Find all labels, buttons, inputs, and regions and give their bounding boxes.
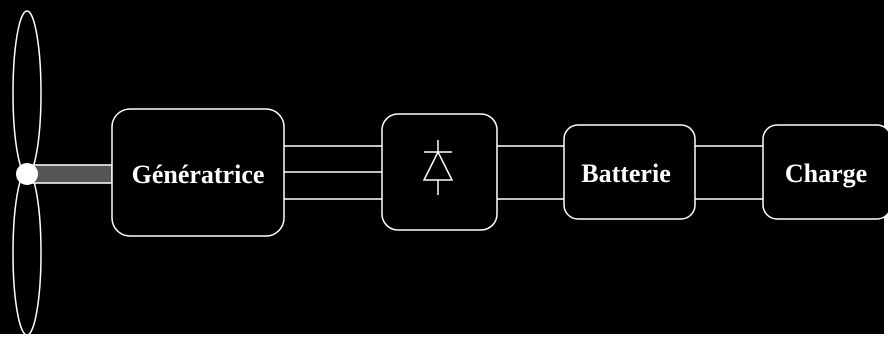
dc-lines-rectifier-battery <box>497 145 564 200</box>
battery-box <box>563 124 696 220</box>
battery-block: Batterie <box>563 124 696 220</box>
turbine-hub <box>16 163 38 185</box>
load-block: Charge <box>762 124 888 220</box>
rectifier-box <box>381 113 498 231</box>
dc-lines-battery-load <box>695 145 763 200</box>
battery-label: Batterie <box>581 159 671 188</box>
rectifier-block <box>381 113 498 231</box>
generator-label: Génératrice <box>132 160 265 189</box>
generator-block: Génératrice <box>111 108 285 237</box>
load-label: Charge <box>785 159 867 188</box>
diode-icon <box>422 140 454 195</box>
turbine-shaft <box>27 164 113 184</box>
three-phase-lines <box>284 145 382 200</box>
load-box <box>762 124 888 220</box>
